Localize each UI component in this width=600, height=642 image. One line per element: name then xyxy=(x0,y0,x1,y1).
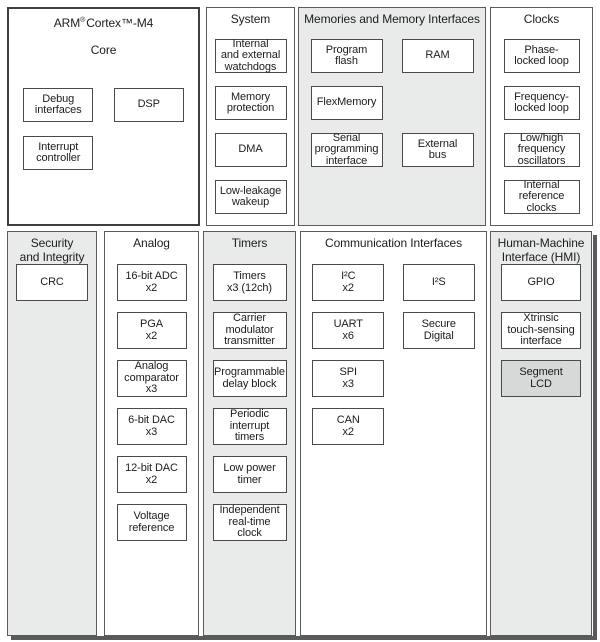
box-spi: SPI x3 xyxy=(312,360,385,397)
box-programmable-delay-block: Programmable delay block xyxy=(212,360,287,397)
communication-boxes: I²C x2 I²S UART x6 Secure Digital SPI x3… xyxy=(303,264,484,445)
box-external-bus: External bus xyxy=(401,133,474,167)
box-independent-real-time-clock: Independent real-time clock xyxy=(212,504,287,541)
section-human-machine-interface: Human-Machine Interface (HMI) GPIO Xtrin… xyxy=(490,231,592,636)
soc-block-diagram: ARM®Cortex™-M4 Core Debug interfaces DSP… xyxy=(7,7,593,637)
section-hmi-title: Human-Machine Interface (HMI) xyxy=(497,236,585,264)
section-timers-title: Timers xyxy=(231,236,268,250)
box-uart: UART x6 xyxy=(312,312,385,349)
box-secure-digital: Secure Digital xyxy=(402,312,475,349)
section-arm-cortex-m4-core: ARM®Cortex™-M4 Core Debug interfaces DSP… xyxy=(7,7,200,226)
bottom-row: Security and Integrity CRC Analog 16-bit… xyxy=(7,231,593,636)
section-memories-title: Memories and Memory Interfaces xyxy=(304,12,480,26)
system-boxes: Internal and external watchdogs Memory p… xyxy=(207,38,294,214)
memories-boxes: Program flash RAM FlexMemory Serial prog… xyxy=(301,39,483,167)
box-frequency-locked-loop: Frequency- locked loop xyxy=(503,86,580,120)
box-voltage-reference: Voltage reference xyxy=(116,504,187,541)
box-debug-interfaces: Debug interfaces xyxy=(23,88,94,122)
arm-core-boxes: Debug interfaces DSP Interrupt controlle… xyxy=(13,88,194,170)
section-communication-title: Communication Interfaces xyxy=(325,236,462,250)
box-segment-lcd: Segment LCD xyxy=(501,360,581,397)
box-6bit-dac: 6-bit DAC x3 xyxy=(116,408,187,445)
clocks-boxes: Phase- locked loop Frequency- locked loo… xyxy=(491,39,592,214)
box-analog-comparator: Analog comparator x3 xyxy=(116,360,187,397)
section-system-title: System xyxy=(230,12,271,26)
box-16bit-adc: 16-bit ADC x2 xyxy=(116,264,187,301)
section-security-and-integrity: Security and Integrity CRC xyxy=(7,231,97,636)
section-clocks-title: Clocks xyxy=(523,12,560,26)
box-program-flash: Program flash xyxy=(310,39,383,73)
box-timers-x3: Timers x3 (12ch) xyxy=(212,264,287,301)
box-low-leakage-wakeup: Low-leakage wakeup xyxy=(214,180,287,214)
arm-title-pre: ARM xyxy=(53,16,81,30)
box-interrupt-controller: Interrupt controller xyxy=(23,136,94,170)
box-low-high-frequency-oscillators: Low/high frequency oscillators xyxy=(503,132,580,167)
registered-trademark-symbol: ® xyxy=(80,17,86,24)
box-low-power-timer: Low power timer xyxy=(212,456,287,493)
box-12bit-dac: 12-bit DAC x2 xyxy=(116,456,187,493)
arm-title-line2: Core xyxy=(90,43,117,57)
timers-boxes: Timers x3 (12ch) Carrier modulator trans… xyxy=(204,264,295,541)
box-serial-programming-interface: Serial programming interface xyxy=(310,132,383,167)
box-internal-external-watchdogs: Internal and external watchdogs xyxy=(214,38,287,73)
analog-boxes: 16-bit ADC x2 PGA x2 Analog comparator x… xyxy=(105,264,198,541)
section-analog: Analog 16-bit ADC x2 PGA x2 Analog compa… xyxy=(104,231,199,636)
box-i2s: I²S xyxy=(402,264,475,301)
section-security-title: Security and Integrity xyxy=(19,236,85,264)
box-crc: CRC xyxy=(16,264,88,301)
section-communication-interfaces: Communication Interfaces I²C x2 I²S UART… xyxy=(300,231,487,636)
box-phase-locked-loop: Phase- locked loop xyxy=(503,39,580,73)
section-arm-title: ARM®Cortex™-M4 Core xyxy=(9,9,198,58)
box-memory-protection: Memory protection xyxy=(214,86,287,120)
section-system: System Internal and external watchdogs M… xyxy=(206,7,295,226)
box-i2c: I²C x2 xyxy=(312,264,385,301)
box-can: CAN x2 xyxy=(312,408,385,445)
section-analog-title: Analog xyxy=(133,236,170,250)
box-pga: PGA x2 xyxy=(116,312,187,349)
box-dma: DMA xyxy=(214,133,287,167)
arm-title-rest: Cortex™-M4 xyxy=(86,16,154,30)
section-memories: Memories and Memory Interfaces Program f… xyxy=(298,7,486,226)
section-clocks: Clocks Phase- locked loop Frequency- loc… xyxy=(490,7,593,226)
box-flexmemory: FlexMemory xyxy=(310,86,383,120)
box-carrier-modulator-transmitter: Carrier modulator transmitter xyxy=(212,312,287,349)
section-timers: Timers Timers x3 (12ch) Carrier modulato… xyxy=(203,231,296,636)
box-xtrinsic-touch-sensing-interface: Xtrinsic touch-sensing interface xyxy=(501,312,581,349)
hmi-boxes: GPIO Xtrinsic touch-sensing interface Se… xyxy=(491,264,591,397)
top-row: ARM®Cortex™-M4 Core Debug interfaces DSP… xyxy=(7,7,593,226)
box-internal-reference-clocks: Internal reference clocks xyxy=(503,179,580,214)
box-dsp: DSP xyxy=(113,88,184,122)
box-periodic-interrupt-timers: Periodic interrupt timers xyxy=(212,408,287,445)
box-ram: RAM xyxy=(401,39,474,73)
box-gpio: GPIO xyxy=(501,264,581,301)
security-boxes: CRC xyxy=(8,264,96,301)
